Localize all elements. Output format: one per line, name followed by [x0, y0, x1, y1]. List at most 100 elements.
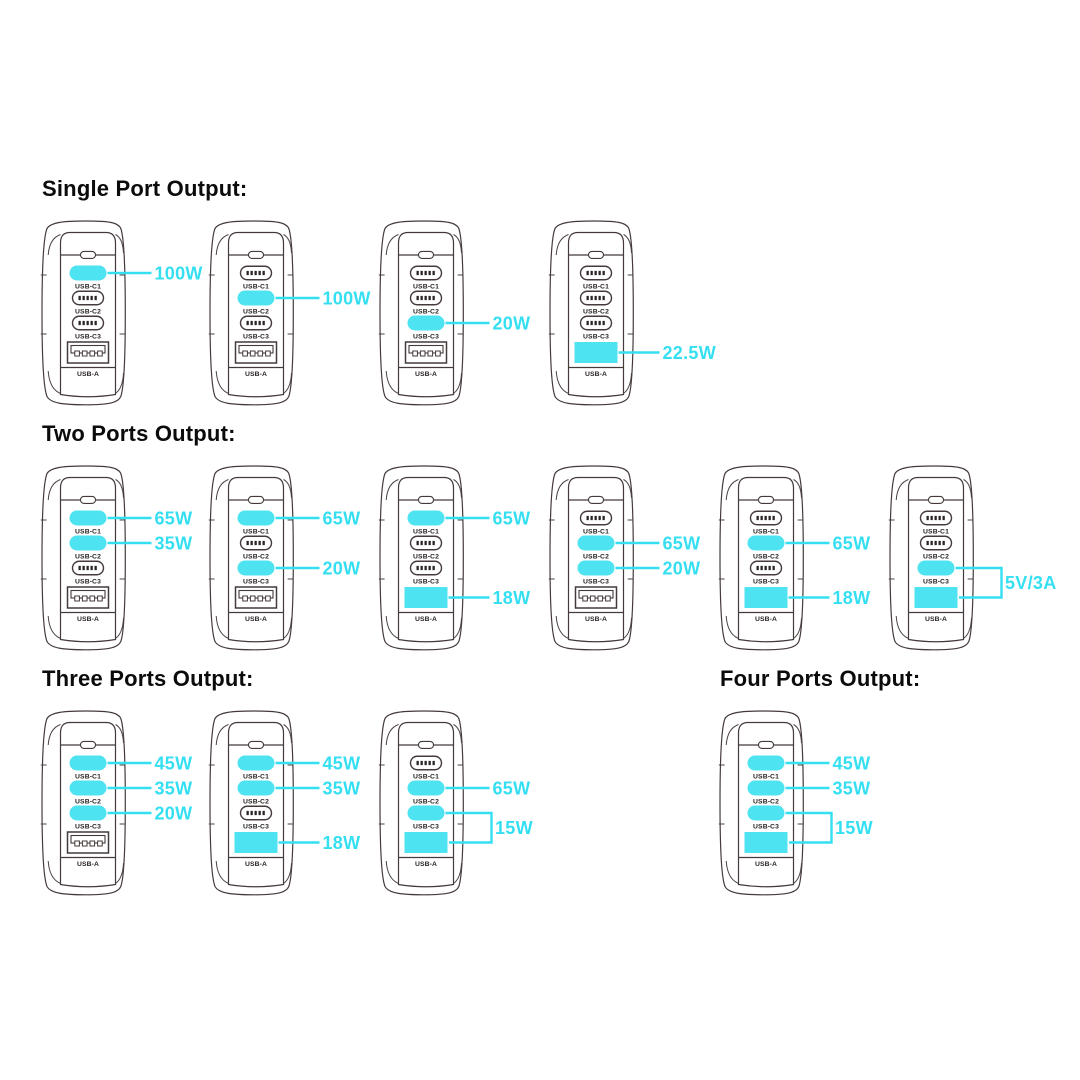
shoulder-seam	[963, 479, 972, 499]
shoulder-seam	[725, 724, 739, 746]
power-label: 35W	[833, 778, 871, 798]
shoulder-seam	[47, 724, 61, 746]
usb-a-pin	[597, 595, 604, 602]
usb-c1-port-label: USB-C1	[583, 284, 609, 291]
usb-a-pin	[81, 350, 88, 357]
usb-c2-port-active	[747, 535, 785, 551]
charger-face	[59, 231, 117, 398]
shoulder-seam	[47, 479, 61, 501]
charger-face	[59, 476, 117, 643]
usb-a-pin	[97, 350, 103, 357]
shoulder-seam	[215, 615, 229, 639]
bracket-connector	[445, 811, 493, 844]
power-led-notch	[757, 740, 775, 749]
shoulder-seam	[115, 234, 124, 254]
shoulder-seam	[115, 617, 124, 639]
power-led-notch	[927, 495, 945, 504]
usb-a-port-label: USB-A	[77, 861, 99, 868]
shoulder-seam	[215, 860, 229, 884]
usb-c1-port-label: USB-C1	[243, 774, 269, 781]
usb-c3-port-label: USB-C3	[75, 824, 101, 831]
usb-c3-port-label: USB-C3	[413, 334, 439, 341]
usb-c2-port-label: USB-C2	[413, 554, 439, 561]
usb-a-pin	[97, 840, 103, 847]
power-label: 20W	[323, 558, 361, 578]
shoulder-seam	[47, 615, 61, 639]
usb-a-pin	[605, 595, 611, 602]
shoulder-seam	[623, 372, 632, 394]
shoulder-seam	[283, 372, 292, 394]
shoulder-seam	[115, 862, 124, 884]
power-led-notch	[757, 495, 775, 504]
shoulder-seam	[623, 479, 632, 499]
charger-face	[397, 476, 455, 643]
usb-a-pin	[74, 595, 80, 602]
power-label: 22.5W	[663, 343, 717, 363]
shoulder-seam	[115, 372, 124, 394]
shoulder-seam	[215, 234, 229, 256]
shoulder-seam	[385, 479, 399, 501]
usb-c1-port-label: USB-C1	[243, 284, 269, 291]
power-label: 35W	[323, 778, 361, 798]
usb-a-port-active	[914, 587, 958, 608]
usb-c2-port-active	[747, 780, 785, 796]
shoulder-seam	[555, 234, 569, 256]
usb-a-pin	[89, 595, 96, 602]
usb-a-pin	[249, 595, 256, 602]
usb-c3-port-active	[577, 560, 615, 576]
power-label: 65W	[833, 533, 871, 553]
usb-a-tongue	[70, 834, 106, 844]
usb-a-pin	[249, 350, 256, 357]
charger-silhouette	[549, 220, 634, 406]
shoulder-seam	[453, 234, 462, 254]
shoulder-seam	[283, 724, 292, 744]
usb-a-port-active	[744, 832, 788, 853]
section-title-four-ports: Four Ports Output:	[720, 666, 921, 691]
shoulder-seam	[725, 615, 739, 639]
charger-silhouette	[889, 465, 974, 651]
power-label: 65W	[493, 508, 531, 528]
usb-c3-port-label: USB-C3	[243, 824, 269, 831]
shoulder-seam	[555, 370, 569, 394]
usb-c1-port-label: USB-C1	[75, 284, 101, 291]
usb-c2-port-label: USB-C2	[753, 799, 779, 806]
usb-a-tongue	[70, 344, 106, 354]
charger-silhouette	[379, 465, 464, 651]
usb-c2-port-label: USB-C2	[583, 309, 609, 316]
power-led-notch	[587, 250, 605, 259]
usb-a-port-label: USB-A	[245, 861, 267, 868]
shoulder-seam	[385, 724, 399, 746]
usb-c3-port-label: USB-C3	[923, 579, 949, 586]
power-label: 100W	[155, 263, 203, 283]
usb-a-port-label: USB-A	[925, 616, 947, 623]
usb-c1-port-active	[69, 510, 107, 526]
shoulder-seam	[623, 234, 632, 254]
power-label: 65W	[663, 533, 701, 553]
shoulder-seam	[453, 372, 462, 394]
usb-a-pin	[257, 350, 264, 357]
shoulder-seam	[283, 234, 292, 254]
usb-c1-port-label: USB-C1	[753, 774, 779, 781]
usb-a-tongue	[70, 589, 106, 599]
shoulder-seam	[963, 617, 972, 639]
section-title-two-ports: Two Ports Output:	[42, 421, 236, 446]
usb-c1-port-active	[69, 755, 107, 771]
usb-a-port-label: USB-A	[77, 616, 99, 623]
power-label: 18W	[833, 588, 871, 608]
charger-silhouette	[379, 220, 464, 406]
power-label: 5V/3A	[1005, 573, 1057, 593]
charger-face	[397, 721, 455, 888]
shoulder-seam	[215, 370, 229, 394]
charger-silhouette	[719, 465, 804, 651]
usb-c2-port-label: USB-C2	[583, 554, 609, 561]
usb-a-port-active	[404, 587, 448, 608]
shoulder-seam	[115, 479, 124, 499]
usb-c2-port-active	[69, 535, 107, 551]
usb-a-port-label: USB-A	[585, 616, 607, 623]
